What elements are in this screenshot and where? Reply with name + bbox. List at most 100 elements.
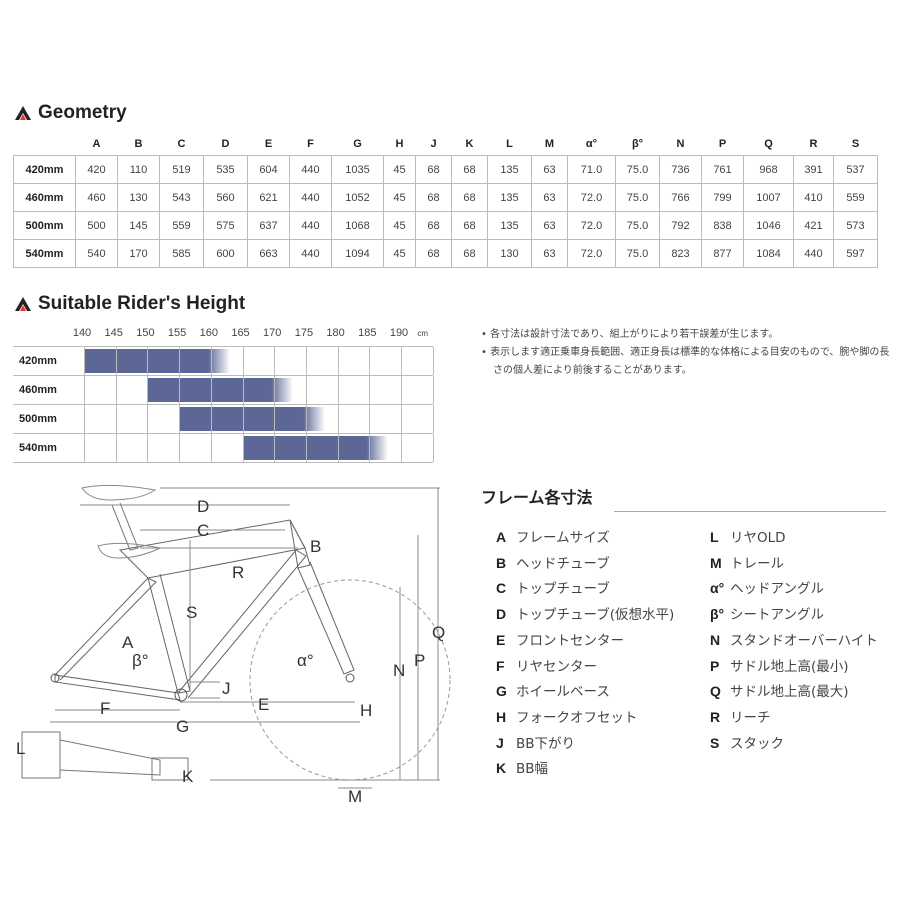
- saddle-min: [97, 542, 162, 559]
- table-cell: 145: [117, 211, 160, 240]
- table-cell: 600: [203, 239, 248, 268]
- legend-label: シートアングル: [730, 607, 824, 624]
- scale-tick-label: 155: [167, 327, 187, 339]
- label-alpha: α°: [297, 651, 314, 670]
- grid-line: [147, 434, 149, 462]
- rear-dropout-view: [21, 731, 61, 779]
- scale-tick-label: 170: [263, 327, 282, 339]
- legend-label: トレール: [730, 555, 784, 572]
- grid-line: [242, 347, 244, 375]
- grid-line: [210, 347, 212, 375]
- grid-line: [115, 405, 117, 433]
- column-header: E: [264, 138, 273, 150]
- column-header: B: [134, 138, 143, 150]
- table-cell: 1035: [331, 155, 384, 184]
- column-header: J: [430, 138, 437, 150]
- table-cell: 560: [203, 183, 248, 212]
- rider-height-row: 500mm: [13, 405, 434, 434]
- grid-line: [305, 376, 307, 404]
- table-cell: 838: [701, 211, 744, 240]
- table-cell: 573: [833, 211, 878, 240]
- column-header: G: [353, 138, 362, 150]
- table-cell: 440: [289, 155, 332, 184]
- row-size-label: 540mm: [13, 239, 76, 268]
- grid-line: [432, 376, 434, 404]
- table-cell: 63: [531, 155, 568, 184]
- grid-line: [242, 405, 244, 433]
- grid-line: [84, 376, 85, 404]
- geometry-title: Geometry: [38, 102, 127, 123]
- table-cell: 500: [75, 211, 118, 240]
- corner-cell: [14, 133, 76, 156]
- table-cell: 1094: [331, 239, 384, 268]
- legend-item: K BB幅: [496, 757, 548, 777]
- legend-key: S: [710, 734, 720, 751]
- table-cell: 1052: [331, 183, 384, 212]
- legend-label: スタンドオーバーハイト: [730, 632, 878, 649]
- label-s: S: [186, 603, 197, 622]
- table-cell: 420: [75, 155, 118, 184]
- table-cell: 68: [415, 239, 452, 268]
- legend-label: スタック: [730, 735, 784, 752]
- label-k: K: [182, 767, 194, 786]
- table-cell: 597: [833, 239, 878, 268]
- row-size-label: 420mm: [13, 155, 76, 184]
- seatpost-max: [111, 502, 139, 551]
- bottom-bracket: [174, 688, 188, 702]
- table-cell: 440: [289, 211, 332, 240]
- scale-tick-label: 185: [358, 327, 377, 339]
- table-cell: 792: [659, 211, 702, 240]
- label-beta: β°: [132, 651, 149, 670]
- table-cell: 575: [203, 211, 248, 240]
- table-cell: 45: [383, 239, 416, 268]
- table-cell: 45: [383, 211, 416, 240]
- table-cell: 519: [159, 155, 204, 184]
- grid-line: [210, 405, 212, 433]
- chain-stay: [54, 674, 181, 701]
- bb-view: [151, 757, 189, 781]
- table-cell: 130: [117, 183, 160, 212]
- column-header: F: [307, 138, 314, 150]
- legend-label: BB幅: [516, 761, 549, 778]
- grid-line: [305, 347, 307, 375]
- frame-geometry-diagram: D C B R S A β° α° J F E H G N P Q L K M: [16, 484, 451, 806]
- table-cell: 799: [701, 183, 744, 212]
- grid-line: [179, 434, 181, 462]
- grid-line: [432, 405, 434, 433]
- grid-line: [337, 405, 339, 433]
- table-cell: 72.0: [567, 183, 616, 212]
- rider-height-title: Suitable Rider's Height: [38, 293, 246, 314]
- label-d: D: [197, 497, 209, 516]
- legend-key: K: [496, 760, 507, 777]
- legend-key: α°: [710, 580, 725, 597]
- grid-line: [274, 405, 276, 433]
- grid-line: [337, 347, 339, 375]
- rider-height-row: 460mm: [13, 376, 434, 405]
- grid-line: [401, 347, 402, 375]
- label-f: F: [100, 699, 110, 718]
- table-cell: 1007: [743, 183, 794, 212]
- table-cell: 68: [415, 183, 452, 212]
- legend-label: サドル地上高(最大): [730, 684, 849, 701]
- legend-item: β°シートアングル: [710, 603, 824, 623]
- scale-unit: cm: [417, 329, 429, 338]
- seat-stay: [54, 577, 157, 681]
- legend-label: フレームサイズ: [516, 530, 610, 546]
- rider-height-size-label: 460mm: [19, 384, 57, 396]
- column-header: α°: [585, 138, 598, 150]
- grid-line: [369, 434, 371, 462]
- grid-line: [305, 434, 307, 462]
